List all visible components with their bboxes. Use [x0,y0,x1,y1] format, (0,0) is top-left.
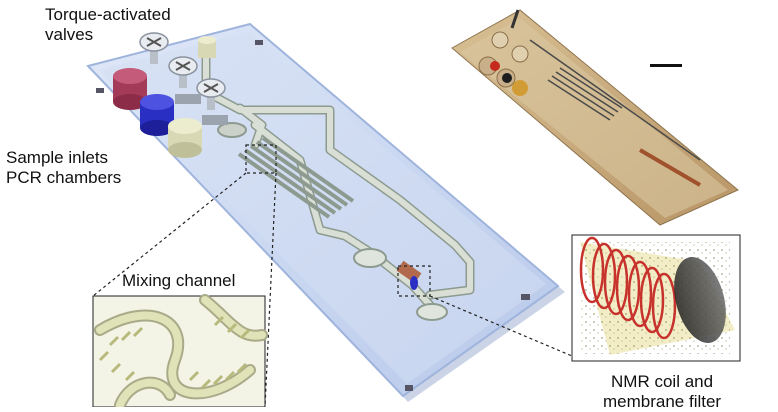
corner-screw [405,385,413,391]
inlet-red [113,68,147,110]
label-mixing-channel: Mixing channel [122,271,236,290]
nmr-coil-inset [571,234,741,362]
screw-knob-icon [168,56,198,88]
screw-knob-icon [196,78,226,110]
chamber [217,122,247,138]
corner-screw [255,40,263,45]
membrane-filter [674,257,726,343]
device-photo [451,9,739,226]
corner-screw [96,88,104,93]
mixing-channel-inset [92,294,268,407]
photo-reservoirs [478,31,529,96]
screw-knob-icon [139,32,169,64]
torque-valves [139,32,228,125]
coil-windings [579,236,677,340]
nmr-coil-on-chip [396,260,422,290]
zoom-box-mixing [92,144,277,407]
label-torque-activated-valves: Torque-activated valves [45,5,171,44]
mixing-serpentine [237,136,355,219]
corner-screw [521,294,530,300]
photo-coil [638,148,702,187]
sample-inlets [113,36,216,158]
label-sample-inlets-pcr-chambers: Sample inlets PCR chambers [6,148,122,187]
zoom-box-nmr [397,265,573,357]
chamber [353,248,387,268]
chamber [416,303,448,321]
inlet-blue [140,94,174,136]
photo-scale-bar [650,64,682,67]
photo-serpentine [529,39,701,161]
inlet-small-beige [198,36,216,58]
inlet-beige [168,118,202,158]
detection-chambers [217,122,448,321]
label-nmr-coil-membrane-filter: NMR coil and membrane filter [603,372,722,411]
herringbone-grooves [98,315,251,390]
valve-bases [175,94,228,125]
